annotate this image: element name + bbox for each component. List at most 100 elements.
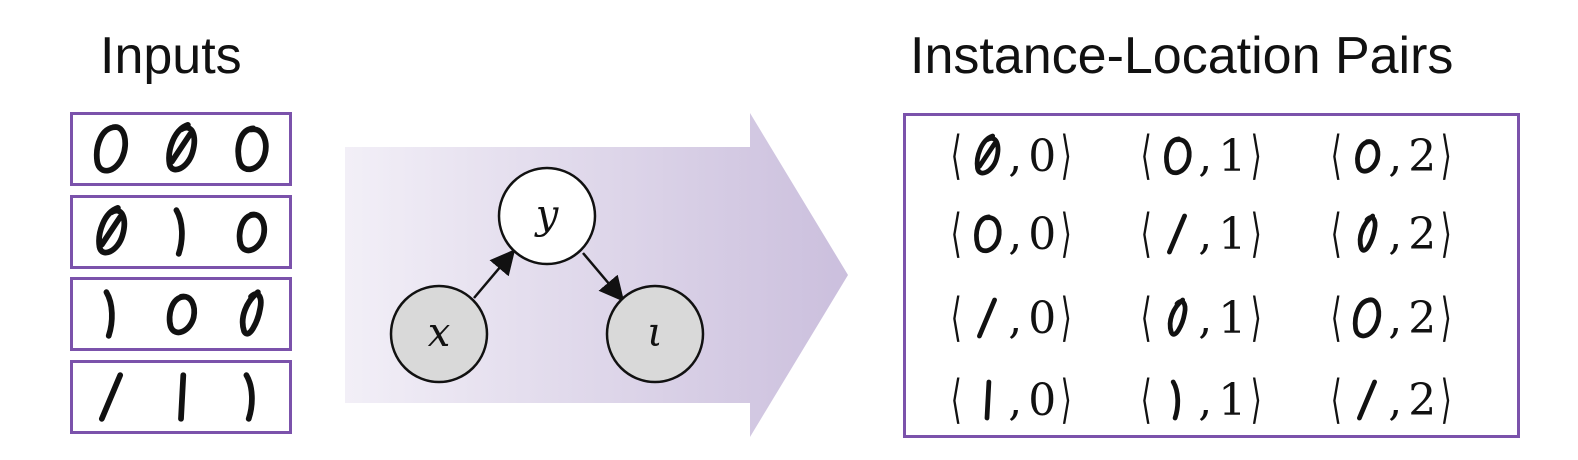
digit-0-image	[93, 124, 128, 174]
digit-0-image	[235, 125, 269, 173]
digit-1-image	[173, 207, 185, 257]
left-angle-bracket: ⟨	[950, 204, 962, 264]
input-image-row	[70, 360, 292, 434]
right-angle-bracket: ⟩	[1440, 288, 1453, 348]
right-angle-bracket: ⟩	[1060, 370, 1073, 430]
digit-1-image	[1167, 213, 1188, 255]
right-angle-bracket: ⟩	[1250, 288, 1263, 348]
node-x-label: x	[428, 310, 451, 356]
location-index: 1	[1218, 374, 1247, 426]
model-arrow: y x ι	[345, 113, 848, 437]
right-angle-bracket: ⟩	[1440, 126, 1453, 186]
instance-location-pair: ⟨,1⟩	[1136, 360, 1267, 440]
right-angle-bracket: ⟩	[1440, 370, 1453, 430]
digit-1-image	[103, 289, 115, 339]
inputs-title: Inputs	[100, 27, 242, 85]
instance-location-pair: ⟨,1⟩	[1136, 278, 1267, 358]
comma: ,	[1008, 374, 1023, 426]
instance-location-pair: ⟨,2⟩	[1326, 278, 1457, 358]
comma: ,	[1388, 208, 1403, 260]
location-index: 1	[1218, 208, 1247, 260]
location-index: 2	[1408, 208, 1437, 260]
digit-1-image	[243, 372, 255, 422]
left-angle-bracket: ⟨	[950, 126, 962, 186]
edge-y-to-iota	[582, 252, 625, 302]
comma: ,	[1388, 292, 1403, 344]
digit-0-image	[96, 205, 128, 256]
instance-location-pair: ⟨,0⟩	[946, 278, 1077, 358]
comma: ,	[1008, 130, 1023, 182]
digit-1-image	[98, 372, 124, 422]
right-angle-bracket: ⟩	[1060, 204, 1073, 264]
comma: ,	[1198, 374, 1213, 426]
digit-0-image	[236, 211, 268, 254]
location-index: 2	[1408, 374, 1437, 426]
pair-row: ⟨,0⟩⟨,1⟩⟨,2⟩	[906, 278, 1517, 358]
location-index: 2	[1408, 130, 1437, 182]
location-index: 0	[1028, 208, 1057, 260]
digit-0-image	[1164, 136, 1192, 176]
digit-0-image	[239, 289, 264, 337]
location-index: 0	[1028, 292, 1057, 344]
location-index: 1	[1218, 292, 1247, 344]
left-angle-bracket: ⟨	[950, 288, 962, 348]
instance-location-pair: ⟨,2⟩	[1326, 360, 1457, 440]
digit-0-image	[166, 122, 198, 173]
instance-location-pair: ⟨,2⟩	[1326, 116, 1457, 196]
left-angle-bracket: ⟨	[1330, 288, 1342, 348]
comma: ,	[1008, 292, 1023, 344]
digit-0-image	[975, 133, 1001, 176]
comma: ,	[1388, 374, 1403, 426]
location-index: 2	[1408, 292, 1437, 344]
node-iota-label: ι	[647, 310, 663, 356]
edge-x-to-y	[473, 249, 516, 299]
instance-location-pair: ⟨,1⟩	[1136, 116, 1267, 196]
pair-row: ⟨,0⟩⟨,1⟩⟨,2⟩	[906, 116, 1517, 196]
digit-1-image	[1171, 379, 1181, 421]
digit-0-image	[166, 293, 198, 336]
pair-row: ⟨,0⟩⟨,1⟩⟨,2⟩	[906, 194, 1517, 274]
left-angle-bracket: ⟨	[1140, 204, 1152, 264]
comma: ,	[1198, 208, 1213, 260]
digit-1-image	[977, 297, 998, 339]
location-index: 0	[1028, 374, 1057, 426]
digit-1-image	[178, 372, 187, 422]
right-angle-bracket: ⟩	[1250, 204, 1263, 264]
big-arrow-shape	[345, 113, 848, 437]
pair-row: ⟨,0⟩⟨,1⟩⟨,2⟩	[906, 360, 1517, 440]
instance-location-pair: ⟨,0⟩	[946, 360, 1077, 440]
left-angle-bracket: ⟨	[1140, 126, 1152, 186]
right-angle-bracket: ⟩	[1060, 288, 1073, 348]
comma: ,	[1198, 130, 1213, 182]
node-x: x	[389, 284, 489, 384]
input-image-row	[70, 195, 292, 269]
left-angle-bracket: ⟨	[1140, 288, 1152, 348]
location-index: 1	[1218, 130, 1247, 182]
digit-0-image	[1168, 297, 1188, 337]
digit-0-image	[1358, 213, 1378, 253]
right-angle-bracket: ⟩	[1250, 370, 1263, 430]
instance-location-pair: ⟨,2⟩	[1326, 194, 1457, 274]
digit-1-image	[1357, 379, 1378, 421]
left-angle-bracket: ⟨	[1330, 126, 1342, 186]
right-angle-bracket: ⟩	[1250, 126, 1263, 186]
pairs-box: ⟨,0⟩⟨,1⟩⟨,2⟩⟨,0⟩⟨,1⟩⟨,2⟩⟨,0⟩⟨,1⟩⟨,2⟩⟨,0⟩…	[903, 113, 1520, 438]
location-index: 0	[1028, 130, 1057, 182]
digit-1-image	[984, 379, 992, 421]
left-angle-bracket: ⟨	[1330, 204, 1342, 264]
comma: ,	[1008, 208, 1023, 260]
node-y: y	[497, 166, 597, 266]
input-image-row	[70, 277, 292, 351]
input-image-row	[70, 112, 292, 186]
digit-0-image	[1353, 297, 1382, 339]
instance-location-pair: ⟨,0⟩	[946, 194, 1077, 274]
left-angle-bracket: ⟨	[1330, 370, 1342, 430]
pairs-title: Instance-Location Pairs	[910, 27, 1454, 85]
digit-0-image	[974, 214, 1002, 254]
right-angle-bracket: ⟩	[1060, 126, 1073, 186]
instance-location-pair: ⟨,1⟩	[1136, 194, 1267, 274]
comma: ,	[1198, 292, 1213, 344]
left-angle-bracket: ⟨	[950, 370, 962, 430]
node-y-label: y	[534, 192, 560, 238]
right-angle-bracket: ⟩	[1440, 204, 1453, 264]
